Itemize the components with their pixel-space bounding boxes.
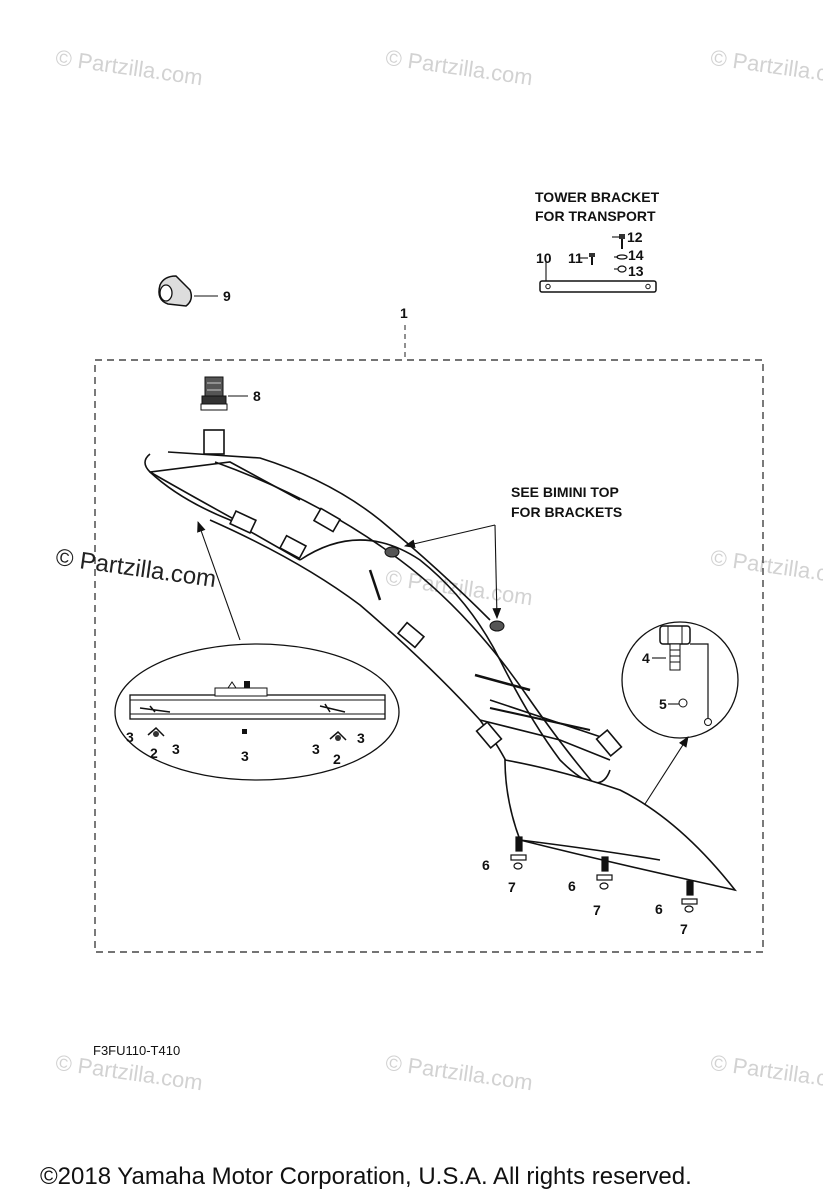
tower-assembly [144,429,738,892]
callout-10: 10 [536,250,552,266]
tower-bracket-set [539,234,657,293]
leader-lines [197,236,689,805]
callout-14: 14 [628,247,644,263]
callout-7: 7 [593,902,601,918]
callout-13: 13 [628,263,644,279]
part-8-cap [200,376,248,411]
callout-2: 2 [150,745,158,761]
callout-7: 7 [680,921,688,937]
figure-code: F3FU110-T410 [93,1043,181,1058]
assembly-frame [94,359,764,953]
base-studs [510,836,698,913]
bimini-note: FOR BRACKETS [511,504,622,520]
callout-3: 3 [126,729,134,745]
callout-3: 3 [172,741,180,757]
tower-bracket-note: TOWER BRACKET [535,189,660,205]
callout-2: 2 [333,751,341,767]
callout-6: 6 [482,857,490,873]
part-9-plug [158,275,218,307]
callout-1: 1 [400,305,408,321]
tower-bracket-note: FOR TRANSPORT [535,208,656,224]
callout-6: 6 [655,901,663,917]
callout-8: 8 [253,388,261,404]
bimini-brackets [384,546,505,632]
bimini-note: SEE BIMINI TOP [511,484,619,500]
callout-3: 3 [312,741,320,757]
callout-3: 3 [357,730,365,746]
callout-6: 6 [568,878,576,894]
callout-12: 12 [627,229,643,245]
callout-7: 7 [508,879,516,895]
callout-9: 9 [223,288,231,304]
callout-5: 5 [659,696,667,712]
detail-view-right [621,621,739,739]
detail-view-left [114,643,400,781]
callout-4: 4 [642,650,650,666]
callout-11: 11 [568,250,583,266]
callout-3: 3 [241,748,249,764]
copyright-notice: ©2018 Yamaha Motor Corporation, U.S.A. A… [40,1163,692,1190]
